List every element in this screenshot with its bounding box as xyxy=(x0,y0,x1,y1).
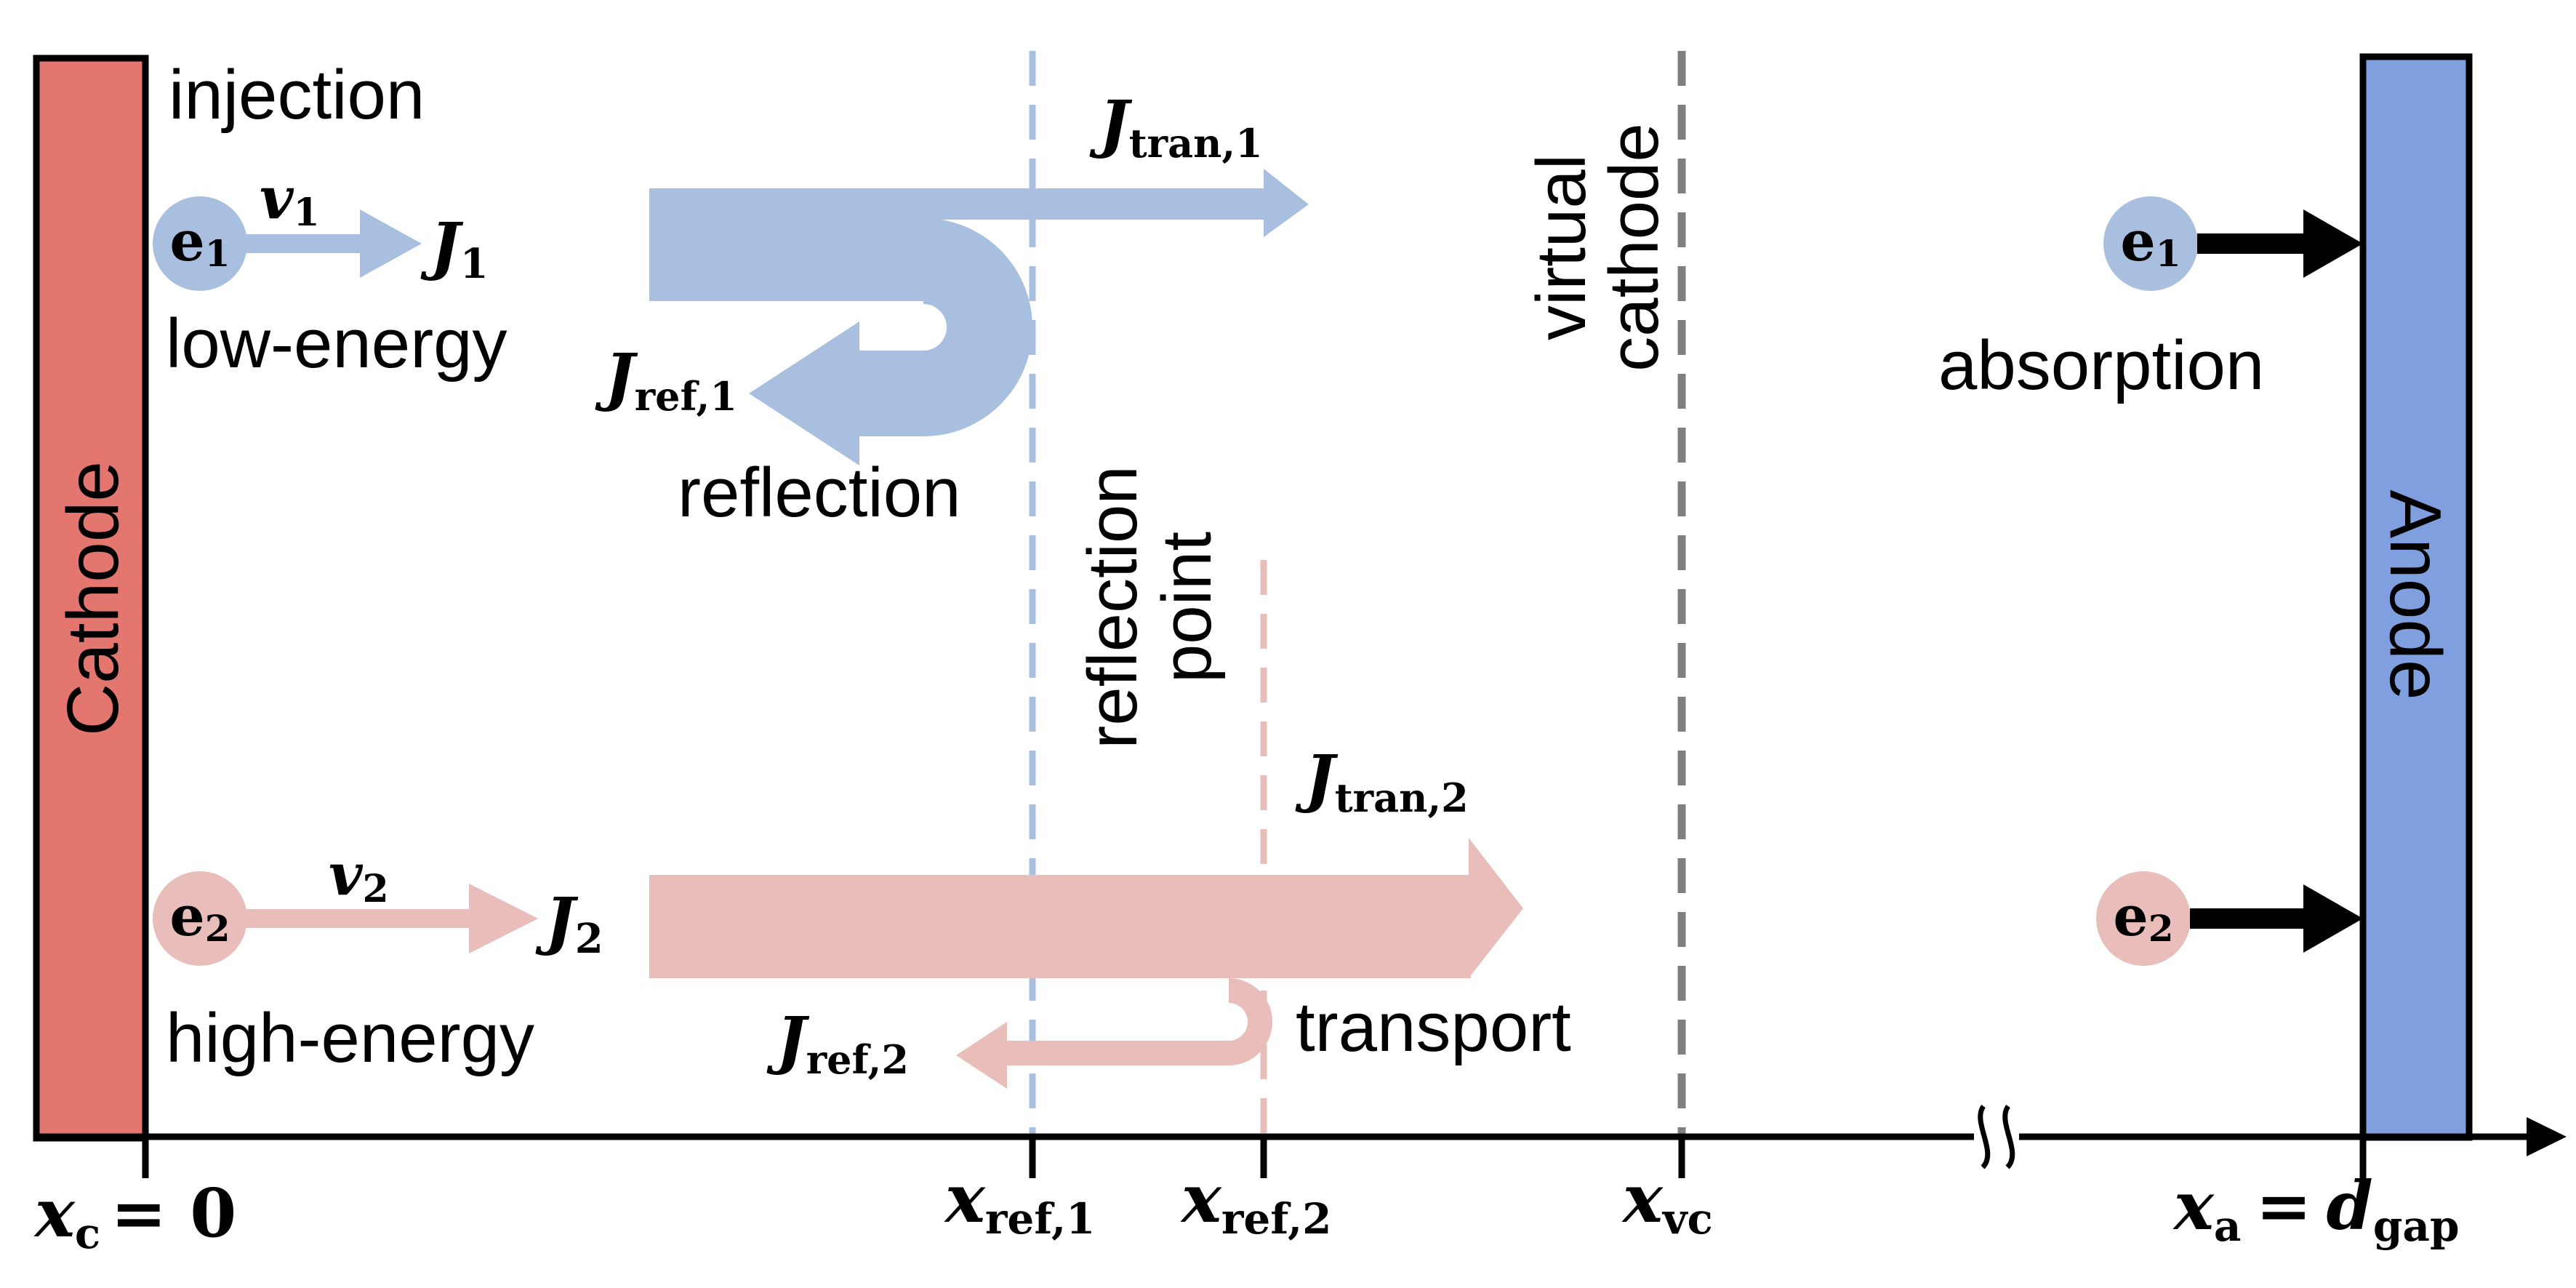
axis-label-anode: xa=dgap xyxy=(2172,1167,2460,1251)
cathode-plate xyxy=(33,55,149,1142)
reflection-point-label-line2: point xyxy=(1148,532,1226,683)
electron-1-cathode-label: e1 xyxy=(169,209,230,275)
beam-1-transmitted-head xyxy=(1264,169,1309,237)
reflection-label: reflection xyxy=(678,454,961,532)
velocity-2-label: v2 xyxy=(329,840,389,911)
reflection-point-label-line1: reflection xyxy=(1074,465,1152,749)
electron-1-cathode xyxy=(153,196,247,291)
beam-2-reflected-head xyxy=(956,1022,1007,1089)
velocity-1-label: v1 xyxy=(260,164,320,235)
high-energy-label: high-energy xyxy=(166,999,534,1077)
axis-break-mark-left xyxy=(1978,1104,1991,1169)
absorption-label: absorption xyxy=(1938,327,2264,404)
transport-label: transport xyxy=(1296,988,1571,1066)
reflection-point-label: reflection point xyxy=(1074,465,1226,749)
beam-2-reflected-shaft xyxy=(1002,1041,1230,1065)
absorption-arrow-1-shaft xyxy=(2197,233,2306,254)
virtual-cathode-label-line2: cathode xyxy=(1595,123,1673,372)
beam-2-transmitted-head xyxy=(1469,838,1523,978)
reflected-current-1-label: Jref,1 xyxy=(595,340,737,420)
transmitted-current-1-label: Jtran,1 xyxy=(1089,87,1263,167)
cathode-label: Cathode xyxy=(52,461,134,736)
beam-1-flow-band xyxy=(649,188,926,301)
injection-arrow-2-head xyxy=(469,884,538,953)
beam-2-uturn xyxy=(1229,978,1272,1065)
absorption-arrow-2-head xyxy=(2303,884,2363,953)
beam-2-flow-band xyxy=(649,875,1471,978)
injection-arrow-2-shaft xyxy=(246,909,471,928)
electron-1-anode xyxy=(2103,196,2198,291)
electron-2-cathode-label: e2 xyxy=(169,884,230,950)
injection-label: injection xyxy=(169,56,425,134)
virtual-cathode-label-line1: virtual xyxy=(1522,154,1600,340)
current-1-label: J1 xyxy=(420,209,489,288)
axis-label-vc: xvc xyxy=(1621,1159,1713,1244)
electron-1-anode-label: e1 xyxy=(2120,209,2180,275)
injection-arrow-1-head xyxy=(360,209,422,278)
x-axis-arrowhead xyxy=(2527,1117,2567,1156)
absorption-arrow-2-shaft xyxy=(2190,908,2306,929)
transmitted-current-2-label: Jtran,2 xyxy=(1295,742,1469,821)
electron-2-anode-label: e2 xyxy=(2113,884,2173,950)
beam-1-reflected-head xyxy=(749,321,859,465)
injection-arrow-1-shaft xyxy=(246,234,362,253)
axis-label-ref1: xref,1 xyxy=(944,1159,1096,1244)
axis-label-ref2: xref,2 xyxy=(1180,1159,1332,1244)
beam-1-transmitted-shaft xyxy=(923,188,1268,220)
virtual-cathode-label: virtual cathode xyxy=(1522,123,1673,372)
anode-label: Anode xyxy=(2375,489,2456,700)
low-energy-label: low-energy xyxy=(166,305,507,383)
axis-label-cathode: xc= 0 xyxy=(33,1174,236,1258)
reflected-current-2-label: Jref,2 xyxy=(766,1004,909,1083)
axis-break-mark-right xyxy=(2002,1104,2015,1169)
current-2-label: J2 xyxy=(535,884,603,963)
beam-1-reflected-shaft xyxy=(858,351,925,436)
electron-2-cathode xyxy=(153,871,247,966)
electron-2-anode xyxy=(2096,871,2191,966)
absorption-arrow-1-head xyxy=(2303,209,2363,278)
beam-1-uturn xyxy=(923,218,1032,436)
